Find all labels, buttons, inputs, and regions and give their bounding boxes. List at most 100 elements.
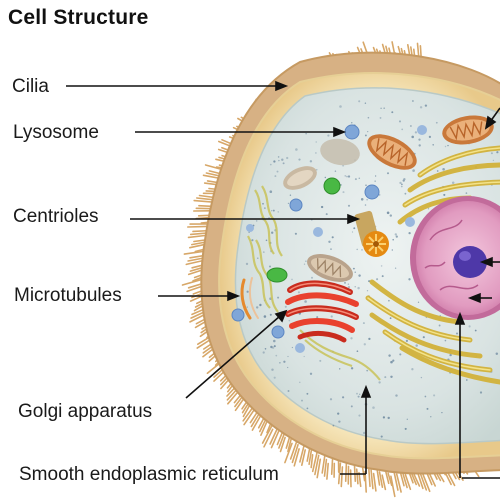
ribosome — [338, 420, 341, 423]
cilium — [278, 432, 286, 449]
ribosome — [389, 214, 392, 217]
ribosome — [414, 131, 418, 134]
ribosome — [354, 178, 357, 181]
ribosome — [347, 283, 350, 285]
ribosome — [339, 105, 342, 108]
ribosome — [447, 144, 449, 147]
ribosome — [291, 346, 294, 349]
ribosome — [420, 376, 423, 379]
ribosome — [364, 134, 367, 137]
ribosome — [246, 290, 249, 293]
ribosome — [438, 324, 441, 327]
ribosome — [401, 183, 403, 186]
cilium — [340, 466, 344, 488]
ribosome — [269, 313, 272, 316]
ribosome — [299, 381, 301, 384]
ribosome — [492, 159, 495, 162]
ribosome — [334, 170, 337, 172]
cilium — [269, 426, 279, 445]
ribosome — [374, 175, 377, 177]
ribosome — [338, 368, 341, 370]
ribosome — [390, 360, 393, 364]
ribosome — [287, 390, 290, 392]
ribosome — [357, 395, 360, 398]
ribosome — [245, 262, 249, 266]
ribosome — [329, 398, 333, 401]
ribosome — [401, 128, 404, 131]
ribosome — [394, 233, 397, 236]
label-lysosome: Lysosome — [13, 122, 99, 143]
cilium — [181, 278, 203, 286]
cilium — [404, 473, 412, 491]
cilium — [270, 430, 280, 449]
ribosome — [251, 239, 254, 242]
ribosome — [319, 359, 322, 362]
ribosome — [350, 367, 354, 370]
ribosome — [362, 431, 366, 435]
ribosome — [383, 107, 386, 110]
cilium — [364, 470, 368, 493]
ribosome — [409, 125, 412, 127]
ribosome — [279, 361, 281, 364]
cilium — [323, 458, 328, 477]
ribosome — [415, 344, 418, 347]
ribosome — [474, 329, 477, 332]
ribosome — [301, 399, 303, 402]
cilium — [260, 421, 268, 437]
ribosome — [441, 411, 443, 414]
ribosome — [435, 121, 438, 124]
ribosome — [418, 144, 421, 147]
ribosome — [358, 100, 361, 103]
cilium — [381, 474, 387, 491]
ribosome — [372, 406, 375, 409]
ribosome — [411, 100, 414, 102]
ribosome — [346, 175, 348, 178]
ribosome — [408, 231, 411, 235]
ribosome — [353, 227, 356, 230]
ribosome — [381, 275, 384, 278]
ribosome — [412, 169, 415, 172]
ribosome — [344, 175, 347, 177]
ribosome — [274, 175, 277, 178]
ribosome — [291, 278, 293, 281]
ribosome — [380, 107, 382, 110]
chromatin — [424, 219, 479, 291]
ribosome — [272, 209, 275, 212]
ribosome — [284, 305, 287, 308]
ribosome — [387, 416, 390, 420]
ribosome — [430, 416, 432, 418]
ribosome — [394, 267, 397, 269]
cilium — [370, 469, 374, 490]
ribosome — [306, 407, 309, 410]
ribosome — [277, 211, 279, 213]
mitochondria — [283, 115, 494, 282]
cilium — [337, 462, 342, 485]
cilium — [293, 448, 300, 467]
ribosome — [350, 337, 353, 340]
ribosome — [451, 181, 455, 185]
ribosome — [411, 368, 414, 371]
ribosome — [449, 353, 452, 357]
cilium — [372, 472, 377, 492]
ribosome — [298, 158, 301, 161]
cilium — [193, 199, 214, 203]
ribosome — [305, 260, 307, 262]
ribosome — [273, 339, 276, 343]
cilium — [384, 469, 390, 485]
ribosome — [262, 351, 265, 354]
ribosome — [289, 194, 292, 196]
ribosome — [342, 191, 345, 194]
ribosome — [417, 301, 420, 303]
ribosome — [390, 375, 393, 379]
ribosome — [436, 170, 439, 172]
ribosome — [264, 348, 267, 350]
ribosome — [354, 271, 356, 273]
cilium — [401, 470, 408, 489]
ribosome — [257, 257, 259, 259]
ribosome — [273, 376, 276, 379]
ribosome — [389, 317, 392, 320]
cilium — [314, 454, 320, 476]
ribosome — [270, 345, 273, 349]
ribosome — [388, 354, 391, 357]
cilium — [183, 250, 206, 255]
